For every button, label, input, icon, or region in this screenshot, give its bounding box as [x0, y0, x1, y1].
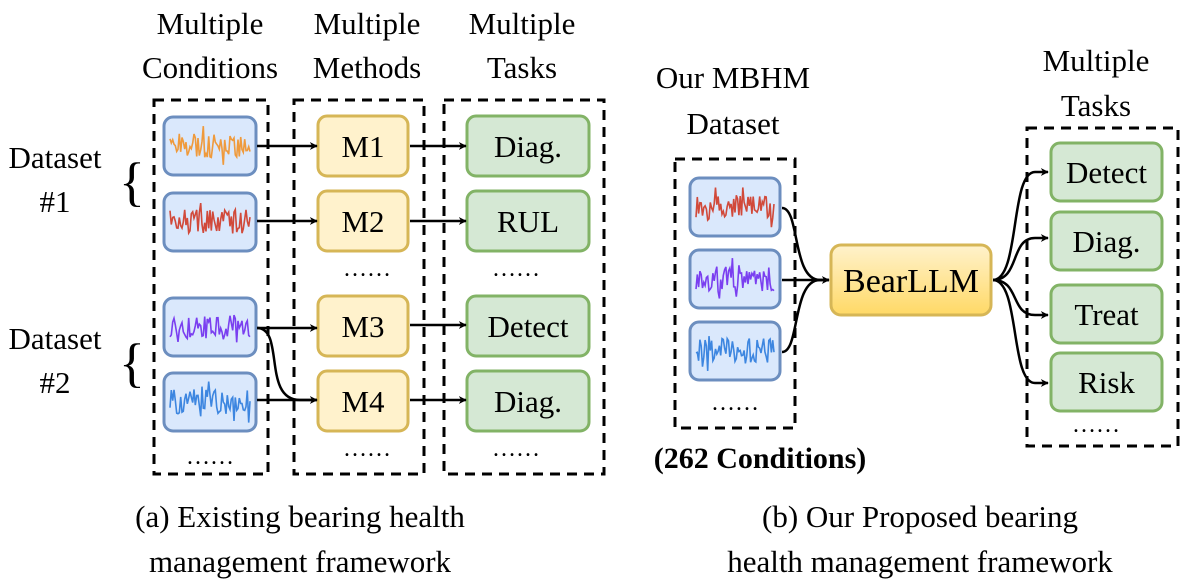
b-task-box-frame [1049, 210, 1164, 272]
method-box-frame [316, 114, 410, 178]
task-box-label: RUL [497, 204, 559, 239]
tasks-ellipsis: …… [492, 436, 540, 462]
signal-blue-waveform [169, 381, 251, 423]
caption-b-line2: health management framework [727, 544, 1113, 579]
signal-red-waveform [695, 187, 775, 228]
task-box: Detect [465, 294, 591, 358]
bearllm-label: BearLLM [843, 263, 979, 300]
signal-box [162, 296, 258, 358]
dataset1-label-line1: Dataset [9, 140, 102, 175]
signal-red-waveform [169, 202, 251, 236]
header-methods-line1: Multiple [314, 6, 421, 41]
arrow-mbhm-signal1-llm [781, 206, 829, 282]
method-box-label: M1 [341, 129, 384, 164]
task-box: Diag. [465, 369, 591, 433]
panel-a: Multiple Conditions Multiple Methods Mul… [9, 6, 606, 579]
method-box-label: M2 [341, 204, 384, 239]
method-box-frame [316, 294, 410, 358]
methods-group [292, 98, 426, 476]
header-conditions-line1: Multiple [157, 6, 264, 41]
arrow-llm-task2 [992, 234, 1049, 282]
task-box-frame [465, 294, 591, 358]
b-task-box-label: Diag. [1072, 224, 1140, 259]
b-task-box: Detect [1049, 141, 1164, 203]
signal-box [162, 191, 258, 253]
brace-icon: { [119, 152, 145, 212]
b-task-box-frame [1049, 141, 1164, 203]
method-box-label: M4 [341, 384, 385, 419]
signal-box-frame [688, 248, 782, 310]
method-box: M2 [316, 189, 410, 253]
method-box: M4 [316, 369, 410, 433]
task-box-frame [465, 114, 591, 178]
conditions-count-note: (262 Conditions) [654, 442, 867, 475]
mbhm-title-line2: Dataset [687, 106, 780, 141]
caption-b-line1: (b) Our Proposed bearing [762, 499, 1078, 534]
mbhm-title-line1: Our MBHM [656, 60, 810, 95]
methods-ellipsis: …… [343, 436, 391, 462]
signal-orange-waveform [169, 126, 251, 165]
arrow-llm-task3 [992, 278, 1049, 319]
methods-ellipsis: …… [343, 256, 391, 282]
signal-box [688, 176, 782, 238]
arrow-llm-task4 [992, 278, 1049, 387]
signal-purple-waveform [695, 258, 775, 299]
dataset2-label-line1: Dataset [9, 321, 102, 356]
b-task-box: Treat [1049, 283, 1164, 345]
mbhm-dataset-group [673, 157, 797, 430]
task-box-label: Diag. [494, 129, 562, 164]
signal-box [688, 320, 782, 382]
bearllm-box [829, 243, 993, 317]
b-tasks-header-line2: Tasks [1061, 88, 1131, 123]
b-task-box: Risk [1049, 351, 1164, 413]
b-task-box-label: Detect [1066, 155, 1147, 190]
header-conditions-line2: Conditions [142, 50, 278, 85]
caption-a-line2: management framework [149, 544, 452, 579]
arrow-signal3-m4 [256, 326, 318, 404]
arrow-mbhm-signal3-llm [781, 278, 829, 354]
dataset1-label-line2: #1 [40, 184, 71, 219]
method-box: M1 [316, 114, 410, 178]
signal-purple-waveform [169, 314, 251, 343]
caption-a-line1: (a) Existing bearing health [135, 499, 465, 534]
method-box-frame [316, 189, 410, 253]
tasks-ellipsis: …… [492, 256, 540, 282]
header-tasks-line1: Multiple [469, 6, 576, 41]
arrow-llm-task1 [992, 168, 1049, 282]
dataset2-label-line2: #2 [40, 365, 71, 400]
task-box-label: Diag. [494, 384, 562, 419]
task-box: Diag. [465, 114, 591, 178]
signal-blue-waveform [695, 336, 775, 371]
header-tasks-line2: Tasks [487, 50, 557, 85]
b-task-box-frame [1049, 351, 1164, 413]
signal-box [162, 115, 258, 177]
mbhm-ellipsis: …… [711, 390, 759, 416]
b-tasks-group [1025, 126, 1180, 448]
conditions-ellipsis: …… [186, 444, 234, 470]
b-tasks-header-line1: Multiple [1043, 43, 1150, 78]
method-box: M3 [316, 294, 410, 358]
header-methods-line2: Methods [313, 50, 422, 85]
b-task-box-label: Treat [1074, 297, 1139, 332]
signal-box [162, 371, 258, 433]
task-box-frame [465, 189, 591, 253]
b-task-box-frame [1049, 283, 1164, 345]
signal-box [688, 248, 782, 310]
panel-b: Our MBHM Dataset …… (262 Conditions) Bea… [654, 43, 1180, 579]
task-box-label: Detect [488, 309, 569, 344]
signal-box-frame [162, 296, 258, 358]
signal-box-frame [688, 320, 782, 382]
task-box-frame [465, 369, 591, 433]
method-box-frame [316, 369, 410, 433]
method-box-label: M3 [341, 309, 384, 344]
b-task-box-label: Risk [1078, 365, 1135, 400]
b-tasks-ellipsis: …… [1072, 412, 1120, 438]
b-task-box: Diag. [1049, 210, 1164, 272]
conditions-group [152, 98, 270, 476]
tasks-group [442, 98, 606, 476]
brace-icon: { [119, 333, 145, 393]
task-box: RUL [465, 189, 591, 253]
